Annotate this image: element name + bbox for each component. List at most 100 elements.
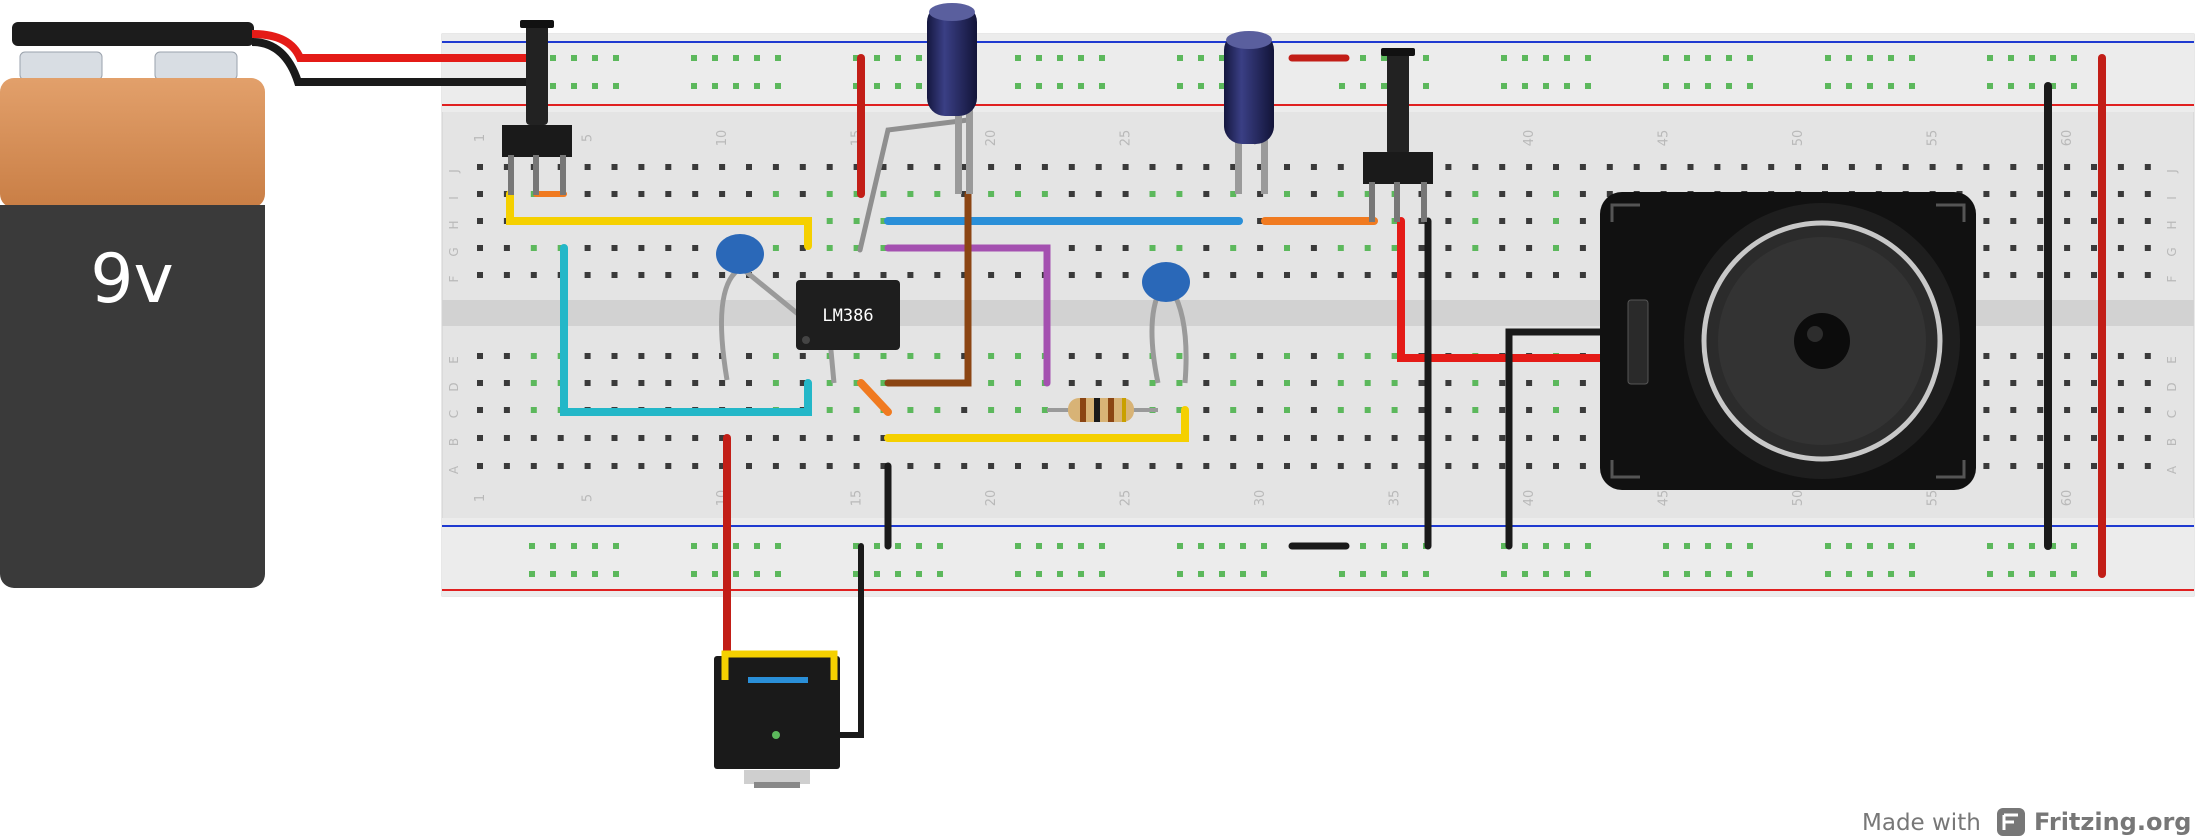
breadboard-hole <box>1284 463 1290 469</box>
breadboard-hole <box>1579 435 1586 441</box>
breadboard-hole <box>1149 245 1156 251</box>
breadboard-label: 5 <box>581 134 596 142</box>
breadboard-hole <box>638 191 645 197</box>
breadboard-hole <box>2010 245 2017 251</box>
breadboard-hole <box>1501 543 1507 549</box>
potentiometer-left <box>502 20 572 195</box>
breadboard-hole <box>775 543 781 549</box>
breadboard-hole <box>692 463 699 469</box>
breadboard-hole <box>611 191 618 197</box>
breadboard-hole <box>2091 245 2097 251</box>
breadboard-hole <box>1310 435 1317 441</box>
breadboard-hole <box>1261 543 1267 549</box>
breadboard-hole <box>2064 407 2071 413</box>
breadboard-hole <box>1418 380 1425 386</box>
breadboard-hole <box>1339 83 1345 89</box>
breadboard-hole <box>1057 571 1063 577</box>
breadboard-hole <box>1099 543 1105 549</box>
breadboard-hole <box>799 164 806 170</box>
breadboard-label: 20 <box>984 490 999 507</box>
breadboard-hole <box>1095 463 1102 469</box>
breadboard-hole <box>772 191 779 197</box>
breadboard-hole <box>907 407 914 413</box>
breadboard-hole <box>1846 571 1852 577</box>
breadboard-hole <box>1176 353 1183 359</box>
breadboard-hole <box>2071 83 2077 89</box>
breadboard-hole <box>592 55 598 61</box>
breadboard-hole <box>799 380 806 386</box>
breadboard-hole <box>1337 191 1344 197</box>
breadboard-hole <box>1337 407 1344 413</box>
breadboard-hole <box>692 245 699 251</box>
breadboard-hole <box>1663 571 1669 577</box>
breadboard-hole <box>1825 83 1831 89</box>
breadboard-hole <box>1585 55 1591 61</box>
breadboard-hole <box>503 435 510 441</box>
breadboard-hole <box>961 164 968 170</box>
breadboard-hole <box>1585 543 1591 549</box>
breadboard-hole <box>1257 272 1264 278</box>
breadboard-hole <box>1198 55 1204 61</box>
breadboard-hole <box>1095 164 1102 170</box>
breadboard-hole <box>1284 272 1290 278</box>
breadboard-hole <box>1257 407 1264 413</box>
breadboard-hole <box>2037 407 2044 413</box>
breadboard-hole <box>1499 218 1506 224</box>
breadboard-hole <box>1579 272 1586 278</box>
battery-black-lead <box>251 38 545 86</box>
breadboard-hole <box>1176 463 1183 469</box>
breadboard-hole <box>1381 83 1387 89</box>
breadboard-hole <box>1177 83 1183 89</box>
breadboard-hole <box>2091 380 2097 386</box>
breadboard-hole <box>2037 272 2044 278</box>
breadboard-hole <box>1553 380 1559 386</box>
breadboard-label: E <box>447 356 461 364</box>
breadboard-hole <box>638 164 645 170</box>
breadboard-hole <box>826 463 833 469</box>
breadboard-hole <box>1176 380 1183 386</box>
breadboard-hole <box>1230 164 1237 170</box>
breadboard-hole <box>1203 407 1210 413</box>
breadboard-hole <box>1564 55 1570 61</box>
breadboard-hole <box>2091 191 2097 197</box>
breadboard-hole <box>1177 543 1183 549</box>
breadboard-hole <box>550 83 556 89</box>
breadboard-label: 50 <box>1791 490 1806 507</box>
wire-grey-cap-to-ic <box>857 117 971 253</box>
wire-yellow-top <box>506 190 812 250</box>
breadboard-hole <box>1360 83 1366 89</box>
breadboard-hole <box>2029 83 2035 89</box>
breadboard-hole <box>691 543 697 549</box>
breadboard-hole <box>1284 353 1290 359</box>
audio-jack <box>714 650 840 788</box>
breadboard-hole <box>2117 435 2124 441</box>
breadboard-hole <box>1543 83 1549 89</box>
breadboard-hole <box>1230 407 1237 413</box>
breadboard-hole <box>1203 245 1210 251</box>
breadboard-hole <box>1543 543 1549 549</box>
breadboard-hole <box>1687 164 1694 170</box>
breadboard-hole <box>712 571 718 577</box>
breadboard-hole <box>1543 55 1549 61</box>
breadboard-label: 60 <box>2060 130 2075 147</box>
breadboard-hole <box>2037 191 2044 197</box>
breadboard-hole <box>1381 55 1387 61</box>
breadboard-hole <box>1888 571 1894 577</box>
breadboard-hole <box>1705 55 1711 61</box>
breadboard-hole <box>1095 245 1102 251</box>
speaker <box>1600 192 1976 490</box>
breadboard-hole <box>2037 245 2044 251</box>
breadboard-hole <box>1472 191 1479 197</box>
breadboard-hole <box>1418 407 1425 413</box>
breadboard-hole <box>754 571 760 577</box>
breadboard-hole <box>1099 571 1105 577</box>
breadboard-hole <box>1176 164 1183 170</box>
breadboard-label: B <box>447 438 461 446</box>
breadboard-hole <box>719 380 726 386</box>
breadboard-hole <box>1983 191 1990 197</box>
breadboard-hole <box>1381 543 1387 549</box>
breadboard-hole <box>1585 571 1591 577</box>
breadboard-hole <box>613 543 619 549</box>
breadboard-hole <box>1203 463 1210 469</box>
breadboard-hole <box>907 463 914 469</box>
